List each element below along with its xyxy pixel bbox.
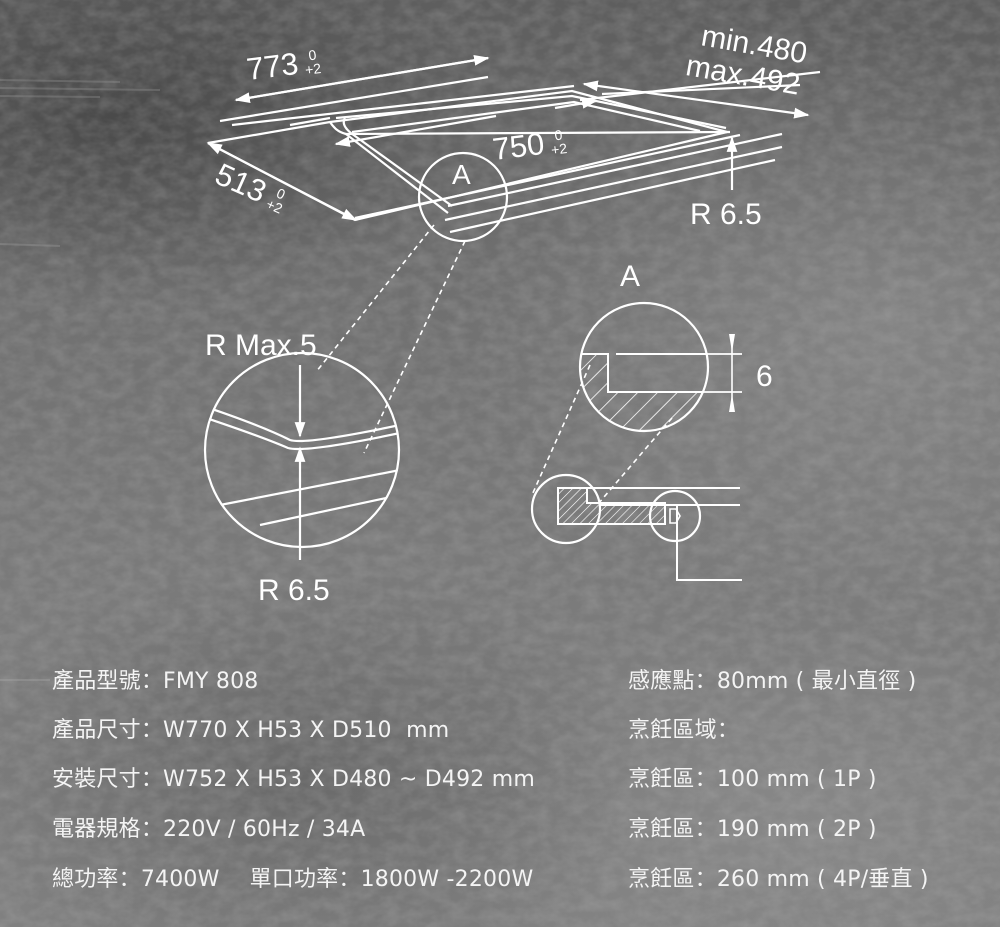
svg-text:+2: +2 <box>264 196 285 217</box>
svg-text:750: 750 <box>491 126 547 167</box>
spec-zone-4p: 烹飪區：260 mm ( 4P/垂直 ) <box>628 867 929 892</box>
spec-cooking-zones-heading: 烹飪區域： <box>628 718 740 743</box>
svg-text:0: 0 <box>307 47 317 64</box>
svg-text:773: 773 <box>245 46 301 87</box>
svg-text:0: 0 <box>553 127 563 144</box>
svg-text:+2: +2 <box>550 140 568 158</box>
spec-install-size: 安裝尺寸：W752 X H53 X D480 ~ D492 mm <box>52 767 535 792</box>
spec-zone-1p: 烹飪區：100 mm ( 1P ) <box>628 767 877 792</box>
svg-text:+2: +2 <box>304 60 322 78</box>
installation-drawing: 773 0 +2 750 0 +2 513 0 +2 min.480 max.4… <box>203 19 821 607</box>
corner-detail-top-label: R Max.5 <box>205 329 317 362</box>
spec-sensor: 感應點：80mm ( 最小直徑 ) <box>628 669 917 694</box>
svg-text:R 6.5: R 6.5 <box>690 198 762 231</box>
spec-product-size: 產品尺寸：W770 X H53 X D510 mm <box>52 718 450 743</box>
svg-text:A: A <box>452 159 471 190</box>
section-thickness-label: 6 <box>756 360 773 393</box>
dimension-labels: 773 0 +2 750 0 +2 513 0 +2 min.480 max.4… <box>210 19 809 231</box>
spec-electrical: 電器規格：220V / 60Hz / 34A <box>52 817 366 842</box>
cutout-overview <box>206 54 821 243</box>
spec-model: 產品型號：FMY 808 <box>52 669 259 694</box>
corner-detail-bottom-label: R 6.5 <box>258 574 330 607</box>
detail-leaders <box>315 224 673 505</box>
spec-zone-2p: 烹飪區：190 mm ( 2P ) <box>628 817 877 842</box>
svg-text:A: A <box>620 260 640 293</box>
section-a-detail: A 6 <box>530 260 773 581</box>
svg-text:513: 513 <box>210 156 271 209</box>
corner-radius-detail: R Max.5 R 6.5 <box>203 329 401 607</box>
